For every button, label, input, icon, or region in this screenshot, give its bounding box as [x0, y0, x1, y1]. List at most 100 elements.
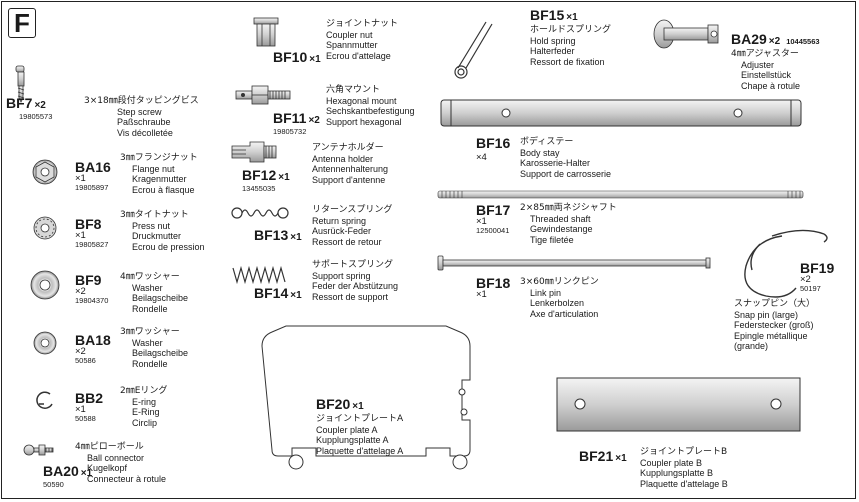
desc-de: Kupplungsplatte B: [640, 468, 714, 478]
washer-3mm-icon: [33, 331, 57, 355]
desc-jp: 2㎜Eリング: [120, 386, 168, 396]
part-ba16: BA16 ×1 19805897: [75, 160, 111, 192]
part-code: BF9: [75, 272, 102, 288]
part-qty: ×1: [476, 289, 487, 300]
desc-bf9: 4㎜ワッシャー Washer Beilagscheibe Rondelle: [120, 272, 188, 314]
desc-bf10: ジョイントナット Coupler nut Spannmutter Ecrou d…: [326, 19, 398, 61]
desc-en: Hexagonal mount: [326, 95, 397, 106]
part-code: BB2: [75, 390, 104, 406]
part-code: BF18: [476, 275, 511, 291]
part-bf13: BF13×1: [254, 228, 302, 245]
part-number: 50588: [75, 414, 96, 423]
desc-ba16: 3㎜フランジナット Flange nut Kragenmutter Ecrou …: [120, 153, 198, 195]
desc-jp: ジョイントナット: [326, 19, 399, 29]
desc-fr: Tige filetée: [530, 234, 574, 245]
desc-de: Ausrück-Feder: [312, 226, 372, 236]
desc-bb2: 2㎜Eリング E-ring E-Ring Circlip: [120, 386, 167, 428]
desc-en: Washer: [132, 337, 163, 348]
part-number: 19805897: [75, 183, 109, 192]
desc-en: Support spring: [312, 270, 371, 281]
desc-bf8: 3㎜タイトナット Press nut Druckmutter Ecrou de …: [120, 210, 205, 252]
desc-de: Sechskantbefestigung: [326, 106, 415, 116]
desc-en: Coupler plate B: [640, 457, 703, 468]
part-bf15: BF15×1 ホールドスプリング Hold spring Halterfeder…: [530, 8, 611, 67]
desc-de: Gewindestange: [530, 224, 593, 234]
desc-jp: 3㎜タイトナット: [120, 210, 189, 220]
desc-fr: Epingle métallique: [734, 330, 808, 341]
part-code: BF8: [75, 216, 102, 232]
desc-fr: Circlip: [132, 417, 158, 428]
part-qty: ×2: [800, 274, 811, 285]
desc-fr: Ecrou de pression: [132, 241, 205, 252]
desc-de: Einstellstück: [741, 70, 792, 80]
desc-jp: 3×60㎜リンクピン: [520, 277, 599, 287]
coupler-plate-a-icon: [261, 325, 471, 470]
return-spring-icon: [231, 207, 289, 219]
desc-jp: アンテナホルダー: [312, 143, 384, 153]
desc-de: Beilagscheibe: [132, 293, 189, 303]
part-bf10: BF10×1: [273, 50, 321, 67]
part-code: BA20: [43, 463, 79, 479]
desc-en: Flange nut: [132, 163, 175, 174]
desc-fr-continued: (grande): [734, 341, 769, 351]
part-number: 19804370: [75, 296, 109, 305]
desc-en: Return spring: [312, 215, 367, 226]
desc-bf11: 六角マウント Hexagonal mount Sechskantbefestig…: [326, 85, 415, 127]
part-code: BA29: [731, 31, 767, 47]
desc-jp: 4㎜ピローボール: [75, 442, 144, 452]
desc-jp: サポートスプリング: [312, 260, 394, 270]
part-code: BF17: [476, 202, 511, 218]
part-qty: ×1: [309, 54, 321, 65]
desc-fr: Rondelle: [132, 358, 168, 369]
part-code: BF12: [242, 167, 277, 183]
desc-en: Threaded shaft: [530, 213, 591, 224]
part-qty: ×1: [75, 230, 86, 241]
desc-de: Druckmutter: [132, 231, 182, 241]
desc-en: Adjuster: [741, 59, 775, 70]
desc-jp: リターンスプリング: [312, 205, 393, 215]
desc-de: Spannmutter: [326, 40, 378, 50]
part-qty: ×1: [352, 401, 364, 412]
part-number: 19805732: [273, 127, 307, 136]
part-number: 50590: [43, 480, 64, 489]
link-pin-icon: [437, 255, 711, 271]
antenna-holder-icon: [231, 141, 277, 163]
desc-fr: Plaquette d'attelage A: [316, 445, 404, 456]
desc-de: Beilagscheibe: [132, 348, 189, 358]
part-number: 50586: [75, 356, 96, 365]
desc-de: Halterfeder: [530, 46, 575, 56]
part-number: 19805573: [19, 112, 53, 121]
desc-en: Press nut: [132, 220, 171, 231]
part-code: BF20: [316, 396, 351, 412]
part-qty: ×1: [75, 404, 86, 415]
part-number: 13455035: [242, 184, 276, 193]
desc-de: Kupplungsplatte A: [316, 435, 389, 445]
adjuster-icon: [653, 19, 719, 49]
desc-en: Antenna holder: [312, 153, 374, 164]
coupler-nut-icon: [253, 17, 279, 47]
desc-de: Kugelkopf: [87, 463, 128, 473]
flange-nut-icon: [32, 159, 58, 185]
body-stay-icon: [440, 99, 802, 127]
desc-fr: Support d'antenne: [312, 174, 386, 185]
part-bf16: BF16 ×4: [476, 136, 510, 163]
desc-en: Link pin: [530, 287, 562, 298]
desc-de: Federstecker (groß): [734, 320, 814, 330]
desc-ba18: 3㎜ワッシャー Washer Beilagscheibe Rondelle: [120, 327, 188, 369]
desc-jp: ホールドスプリング: [530, 25, 612, 35]
desc-en: Step screw: [117, 106, 162, 117]
desc-fr: Axe d'articulation: [530, 308, 599, 319]
part-bf21: BF21×1: [579, 449, 627, 466]
support-spring-icon: [232, 265, 286, 285]
desc-jp: 3㎜フランジナット: [120, 153, 198, 163]
desc-bf12: アンテナホルダー Antenna holder Antennenhalterun…: [312, 143, 388, 185]
part-qty: ×2: [308, 115, 320, 126]
coupler-plate-b-icon: [556, 377, 801, 432]
part-qty: ×1: [290, 232, 302, 243]
washer-4mm-icon: [30, 270, 60, 300]
desc-fr: Vis décolletée: [117, 127, 173, 138]
snap-pin-icon: [744, 229, 828, 298]
desc-bf17: 2×85㎜両ネジシャフト Threaded shaft Gewindestang…: [520, 203, 617, 245]
